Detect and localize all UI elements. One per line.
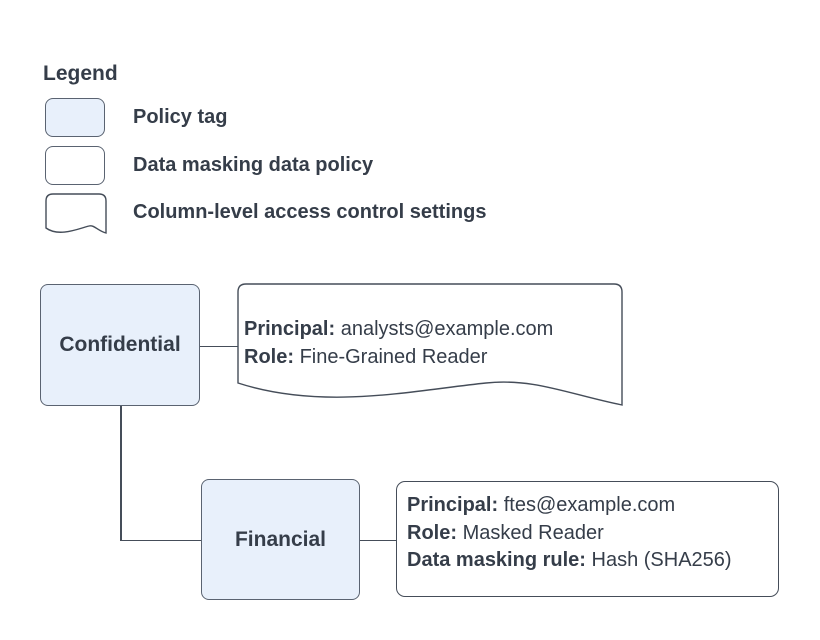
policy-tag-node-confidential: Confidential [40, 284, 200, 406]
field-value: Hash (SHA256) [591, 549, 732, 571]
legend-label-data-masking-policy: Data masking data policy [133, 154, 374, 176]
document-shape [237, 283, 623, 406]
policy-tag-node-financial: Financial [201, 479, 360, 600]
data-masking-policy-shape [396, 481, 779, 597]
edge-confidential-to-access-settings [200, 345, 238, 347]
field-label: Data masking rule: [407, 549, 586, 571]
legend-label-policy-tag: Policy tag [133, 106, 228, 128]
field-principal: Principal: analysts@example.com [244, 316, 553, 344]
node-label-financial: Financial [234, 527, 327, 551]
access-control-settings-text: Principal: analysts@example.com Role: Fi… [244, 316, 553, 371]
field-label: Principal: [407, 494, 499, 516]
node-label-confidential: Confidential [59, 333, 181, 356]
policy-tag-swatch [45, 98, 105, 137]
edge-financial-to-masking-policy [360, 539, 396, 541]
field-label: Principal: [244, 318, 336, 340]
field-value: Masked Reader [462, 521, 604, 544]
field-value: Fine-Grained Reader [299, 345, 488, 368]
field-value: analysts@example.com [340, 318, 554, 340]
legend-label-access-control-settings: Column-level access control settings [133, 200, 487, 223]
field-data-masking-rule: Data masking rule: Hash (SHA256) [407, 547, 732, 575]
edge-confidential-to-financial-vertical [120, 406, 122, 541]
document-shape [45, 193, 107, 234]
access-control-settings-swatch [45, 193, 107, 234]
legend-title: Legend [43, 62, 118, 85]
field-value: ftes@example.com [503, 494, 676, 516]
edge-confidential-to-financial-horizontal [120, 539, 201, 541]
field-role: Role: Fine-Grained Reader [244, 344, 553, 372]
field-principal: Principal: ftes@example.com [407, 492, 732, 520]
data-masking-policy-swatch [45, 146, 105, 185]
access-control-settings-shape [237, 283, 623, 406]
data-masking-policy-text: Principal: ftes@example.com Role: Masked… [407, 492, 732, 575]
field-label: Role: [244, 345, 294, 368]
field-role: Role: Masked Reader [407, 520, 732, 548]
field-label: Role: [407, 521, 457, 544]
